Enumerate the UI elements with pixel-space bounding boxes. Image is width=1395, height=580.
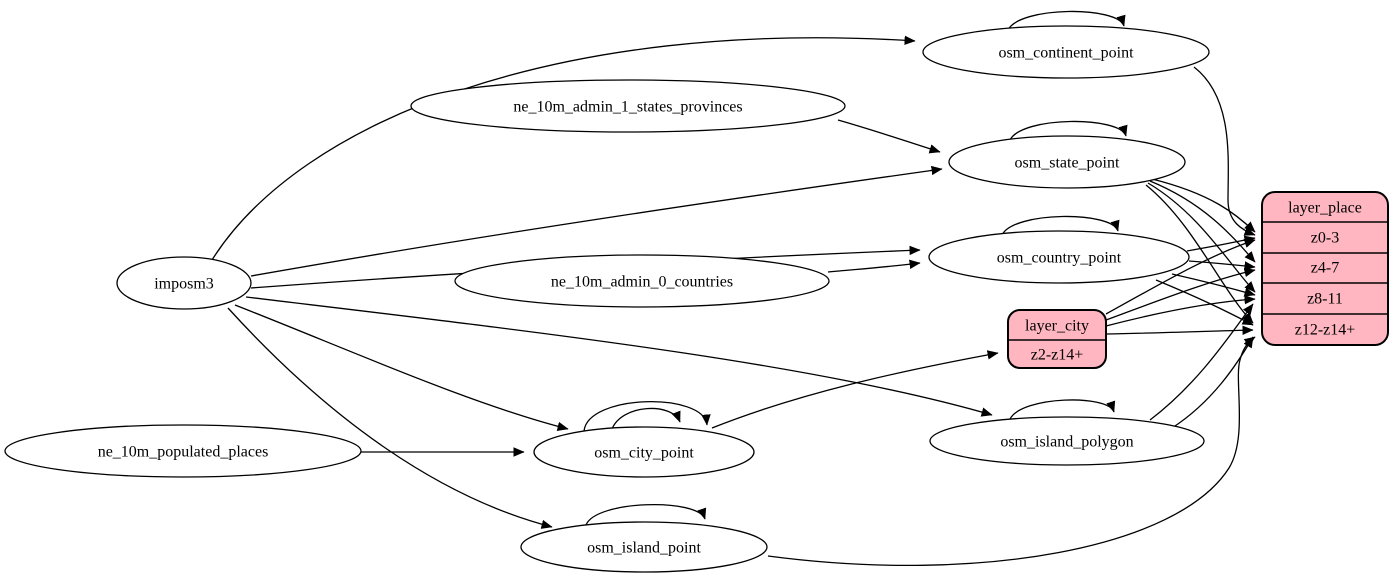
edge-osm_state_point-layer_place-z4-7 — [1149, 180, 1256, 263]
node-osm_continent_point-label: osm_continent_point — [998, 45, 1134, 62]
node-osm_city_point-shape — [533, 426, 755, 478]
node-ne_10m_admin_0_countries: ne_10m_admin_0_countries — [454, 254, 830, 308]
edge-imposm3-osm_city_point — [234, 304, 569, 431]
node-ne_10m_populated_places-label: ne_10m_populated_places — [98, 444, 269, 461]
record-layer_place-row-z12-z14: z12-z14+ — [1295, 322, 1356, 339]
edge-osm_state_point-layer_place-z8-11 — [1147, 182, 1256, 293]
node-osm_state_point-label: osm_state_point — [1015, 155, 1120, 172]
edge-ne_10m_admin_1_states_provinces-osm_state_point — [837, 119, 941, 154]
selfloop-osm_island_point — [585, 503, 707, 526]
edge-imposm3-osm_island_point — [227, 307, 553, 529]
node-ne_10m_admin_0_countries-label: ne_10m_admin_0_countries — [551, 274, 733, 291]
record-layer_city-row-z2-z14: z2-z14+ — [1031, 347, 1084, 364]
edge-osm_state_point-layer_place-z0-3 — [1151, 178, 1256, 233]
record-layer_place-row-z4-7: z4-7 — [1311, 260, 1339, 277]
node-osm_city_point-label: osm_city_point — [594, 445, 694, 462]
node-ne_10m_admin_1_states_provinces-shape — [410, 79, 846, 133]
edge-layer_city-layer_place-z4-7 — [1105, 267, 1256, 321]
node-osm_country_point-shape — [928, 230, 1190, 284]
edge-layer — [211, 10, 1256, 567]
node-osm_island_polygon-label: osm_island_polygon — [1000, 434, 1133, 451]
record-layer_city-box — [1007, 309, 1107, 369]
node-osm_continent_point-shape — [922, 25, 1210, 79]
edge-osm_country_point-layer_place-z8-11 — [1171, 273, 1256, 297]
selfloop-osm_island_polygon — [1009, 399, 1116, 420]
node-osm_island_point-label: osm_island_point — [587, 540, 701, 557]
edge-imposm3-osm_continent_point — [211, 35, 916, 261]
edge-osm_country_point-layer_place-z4-7 — [1188, 260, 1256, 271]
edge-imposm3-osm_state_point — [250, 165, 943, 277]
edge-layer_city-layer_place-z12-z14 — [1105, 325, 1254, 335]
node-osm_state_point-shape — [948, 135, 1186, 189]
node-ne_10m_admin_1_states_provinces-label: ne_10m_admin_1_states_provinces — [513, 99, 742, 116]
node-imposm3-label: imposm3 — [154, 276, 214, 293]
selfloop-osm_city_point-inner — [611, 407, 681, 430]
selfloop-osm_country_point — [1001, 215, 1120, 236]
edge-osm_continent_point-layer_place-z0-3 — [1193, 66, 1256, 236]
edge-osm_city_point-layer_city — [711, 350, 999, 429]
node-ne_10m_admin_1_states_provinces: ne_10m_admin_1_states_provinces — [410, 79, 846, 133]
node-ne_10m_populated_places: ne_10m_populated_places — [4, 424, 362, 478]
node-osm_island_polygon: osm_island_polygon — [929, 416, 1205, 466]
node-ne_10m_admin_0_countries-shape — [454, 254, 830, 308]
record-layer_city-title: layer_city — [1025, 318, 1089, 335]
edge-osm_state_point-layer_place-z12-z14 — [1145, 184, 1254, 324]
node-osm_state_point: osm_state_point — [948, 135, 1186, 189]
node-osm_island_point: osm_island_point — [520, 521, 768, 573]
edge-osm_island_polygon-layer_place-z12-z14 — [1171, 336, 1254, 429]
node-osm_country_point-label: osm_country_point — [997, 250, 1122, 267]
node-osm_island_polygon-shape — [929, 416, 1205, 466]
node-ne_10m_populated_places-shape — [4, 424, 362, 478]
edge-ne_10m_admin_0_countries-osm_country_point — [827, 259, 921, 273]
node-imposm3-shape — [116, 256, 252, 310]
node-osm_city_point: osm_city_point — [533, 426, 755, 478]
record-layer_place-row-z0-3: z0-3 — [1311, 230, 1339, 247]
edge-osm_country_point-layer_place-z12-z14 — [1155, 279, 1254, 326]
record-layer_city: layer_city z2-z14+ — [1007, 309, 1107, 369]
selfloop-osm_city_point-outer — [583, 401, 711, 432]
record-layer_place-box — [1261, 191, 1389, 346]
edge-imposm3-osm_island_polygon — [245, 296, 993, 417]
node-osm_island_point-shape — [520, 521, 768, 573]
edge-osm_island_point-layer_place-z12-z14 — [767, 336, 1256, 567]
edge-layer_city-layer_place-z8-11 — [1105, 295, 1256, 327]
node-osm_continent_point: osm_continent_point — [922, 25, 1210, 79]
selfloop-osm_continent_point — [1007, 10, 1126, 31]
edge-layer_city-layer_place-z0-3 — [1105, 238, 1256, 315]
record-layer_place-title: layer_place — [1288, 200, 1362, 217]
record-layer_place: layer_place z0-3 z4-7 z8-11 z12-z14+ — [1261, 191, 1389, 346]
node-imposm3: imposm3 — [116, 256, 252, 310]
record-layer_place-row-z8-11: z8-11 — [1307, 291, 1343, 308]
selfloop-osm_state_point — [1009, 120, 1128, 141]
edge-osm_island_polygon-layer_place-z8-11 — [1149, 303, 1254, 421]
node-osm_country_point: osm_country_point — [928, 230, 1190, 284]
